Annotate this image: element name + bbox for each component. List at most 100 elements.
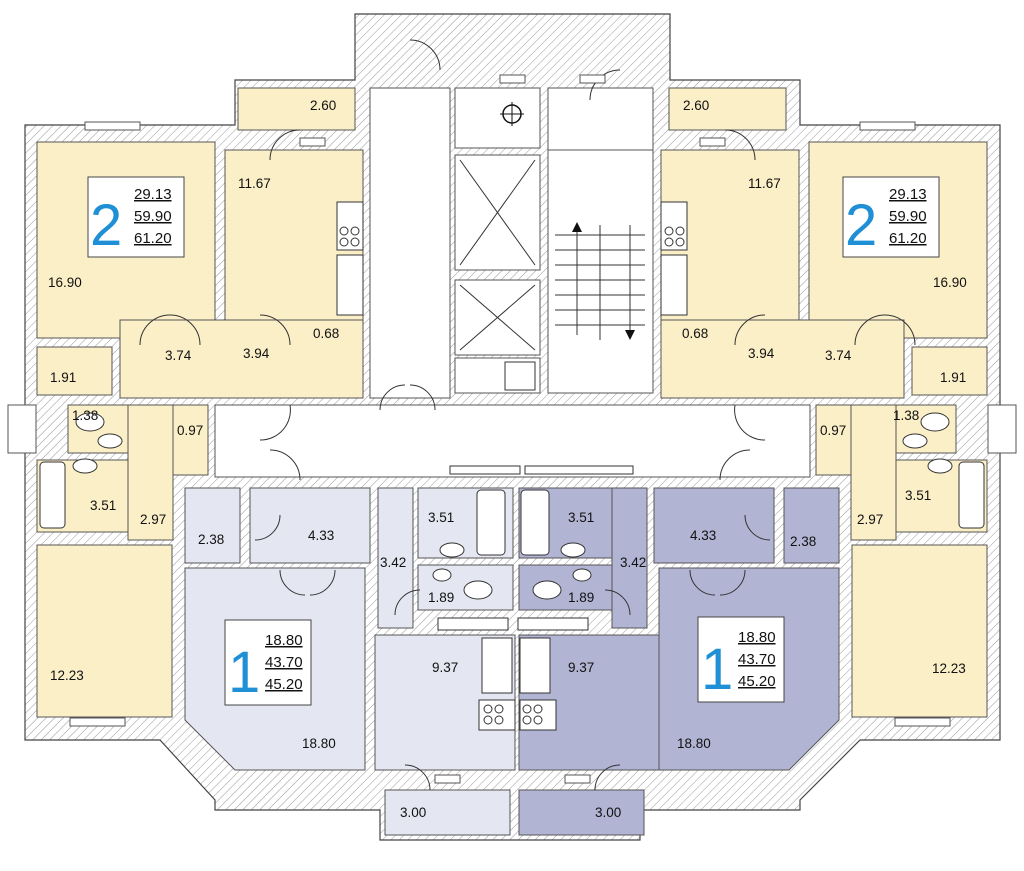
room-area: 2.38	[790, 534, 816, 549]
room-area: 3.42	[620, 555, 646, 570]
room	[911, 346, 988, 396]
balcony	[237, 87, 356, 131]
cabinet	[449, 465, 521, 475]
central-core	[214, 87, 811, 478]
room-area: 1.91	[940, 370, 966, 385]
corridor	[127, 404, 174, 541]
corridor	[377, 487, 414, 629]
room-area: 3.74	[825, 348, 852, 363]
room-area: 2.60	[683, 98, 709, 113]
corridor	[850, 404, 897, 541]
room-area: 18.80	[677, 736, 711, 751]
hall	[653, 487, 775, 564]
room	[851, 544, 988, 718]
badge-left-one-room: 1 18.80 43.70 45.20	[224, 619, 312, 706]
sink-icon	[519, 637, 551, 694]
room-area: 3.94	[748, 346, 775, 361]
room-area: 9.37	[432, 660, 458, 675]
sink-icon	[439, 542, 465, 558]
toilet-icon	[75, 412, 105, 432]
room-area: 4.33	[308, 528, 334, 543]
room-area: 3.00	[400, 805, 426, 820]
room-area: 0.97	[820, 423, 846, 438]
living-area: 29.13	[134, 186, 172, 203]
fixtures	[39, 201, 985, 731]
room	[184, 487, 241, 564]
sink-icon	[481, 637, 513, 694]
bathtub-icon	[476, 489, 506, 556]
sink-icon	[72, 458, 98, 474]
room-area: 3.51	[905, 488, 931, 503]
room-area: 3.42	[380, 555, 406, 570]
full-area: 45.20	[738, 673, 776, 690]
room-area: 12.23	[932, 661, 966, 676]
total-area: 43.70	[265, 654, 303, 671]
room	[36, 346, 113, 396]
room-area: 2.97	[857, 512, 883, 527]
room-area: 0.97	[177, 423, 203, 438]
full-area: 45.20	[265, 676, 303, 693]
toilet-icon	[463, 580, 493, 600]
sink-icon	[560, 542, 586, 558]
sink-icon	[336, 254, 364, 316]
room-area: 16.90	[933, 275, 967, 290]
room-count: 2	[845, 193, 877, 258]
room-area: 1.91	[50, 370, 76, 385]
storage	[7, 404, 37, 454]
toilet-icon	[920, 412, 950, 432]
room-labels: 16.90 11.67 2.60 3.74 3.94 0.68 1.91 1.3…	[48, 98, 967, 820]
sink-icon	[97, 433, 123, 449]
bathtub-icon	[520, 489, 550, 556]
toilet-icon	[532, 580, 562, 600]
room-area: 3.51	[568, 510, 594, 525]
room-area: 11.67	[238, 176, 271, 191]
total-area: 59.90	[889, 208, 927, 225]
room-area: 11.67	[748, 176, 781, 191]
balcony	[668, 87, 787, 131]
room-area: 3.94	[243, 346, 270, 361]
loggia	[518, 789, 645, 836]
room-area: 3.51	[90, 498, 116, 513]
total-area: 59.90	[134, 208, 172, 225]
room-area: 1.38	[893, 408, 919, 423]
room-area: 18.80	[302, 736, 336, 751]
room-area: 1.89	[428, 590, 454, 605]
living-area: 18.80	[738, 629, 776, 646]
sink-icon	[660, 254, 688, 316]
room	[783, 487, 840, 564]
loggia	[384, 789, 511, 836]
room-area: 3.00	[595, 805, 621, 820]
room-area: 0.68	[313, 326, 339, 341]
room-area: 0.68	[682, 326, 708, 341]
doors	[139, 39, 916, 791]
badge-right-two-room: 2 29.13 59.90 61.20	[842, 176, 940, 258]
storage	[987, 404, 1017, 454]
room-area: 4.33	[690, 528, 716, 543]
sink-icon	[902, 433, 928, 449]
stove-icon	[478, 699, 516, 731]
cabinet	[517, 617, 589, 631]
room-count: 1	[701, 637, 733, 702]
hall	[119, 319, 364, 399]
room	[36, 544, 173, 718]
bathtub-icon	[39, 461, 66, 529]
corridor	[214, 404, 811, 478]
room-area: 12.23	[50, 668, 84, 683]
room-area: 2.60	[310, 98, 336, 113]
room-area: 3.74	[165, 348, 192, 363]
total-area: 43.70	[738, 651, 776, 668]
cabinet	[524, 465, 634, 475]
room-count: 2	[90, 193, 122, 258]
room-area: 1.89	[568, 590, 594, 605]
living-area: 18.80	[265, 632, 303, 649]
cabinet	[437, 617, 509, 631]
room-area: 1.38	[72, 408, 98, 423]
sink-icon	[572, 568, 592, 582]
hall	[249, 487, 371, 564]
sink-icon	[432, 568, 452, 582]
room-area: 9.37	[568, 660, 594, 675]
vestibule	[454, 87, 541, 149]
room-area: 3.51	[428, 510, 454, 525]
sink-icon	[927, 458, 953, 474]
